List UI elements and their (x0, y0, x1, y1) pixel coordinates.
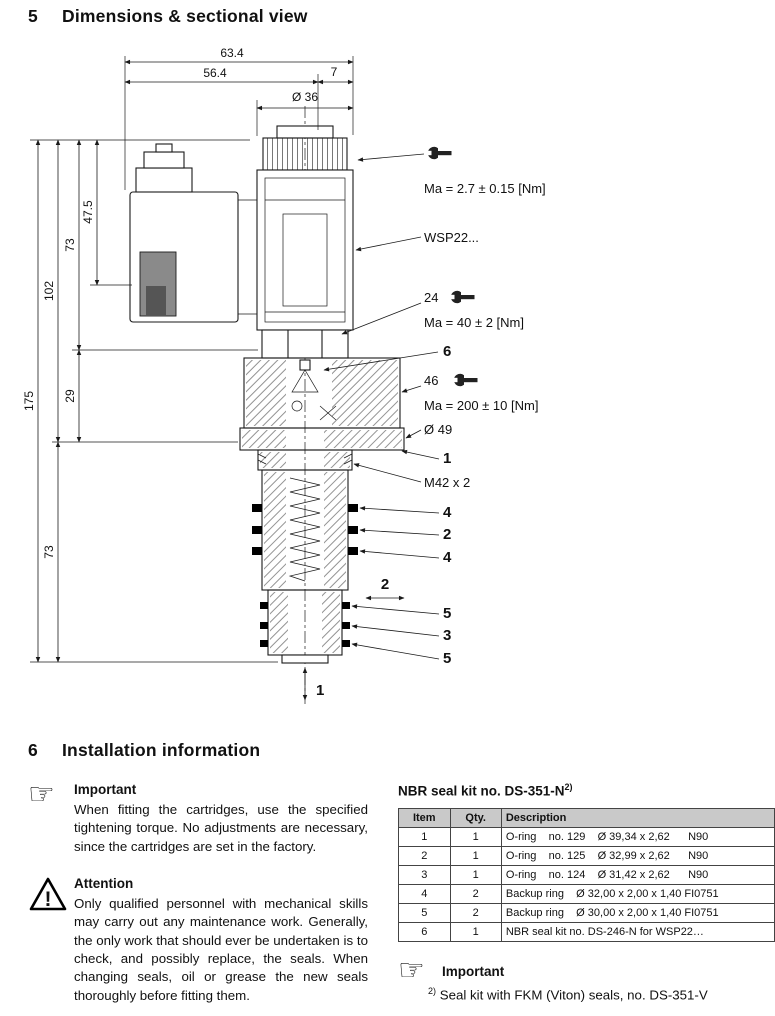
item-2-label: 2 (443, 526, 451, 543)
section6-heading: 6 Installation information (28, 740, 260, 761)
table-row: 5 2 Backup ring Ø 30,00 x 2,00 x 1,40 FI… (398, 903, 775, 923)
cell-qty: 2 (449, 884, 502, 904)
section6-title: Installation information (62, 740, 261, 760)
cell-item: 5 (398, 903, 451, 923)
cell-desc: O-ring no. 124 Ø 31,42 x 2,62 N90 (500, 865, 775, 885)
dim-29: 29 (63, 389, 77, 403)
cell-qty: 1 (449, 827, 502, 847)
left-dimensions: 47.5 73 29 102 73 175 (22, 139, 278, 663)
cell-qty: 1 (449, 846, 502, 866)
section5-heading: 5 Dimensions & sectional view (28, 6, 308, 27)
sectional-drawing: 63.4 56.4 7 Ø 36 47.5 73 29 102 73 (22, 46, 546, 704)
dim-175: 175 (22, 391, 36, 411)
svg-text:!: ! (45, 888, 52, 911)
footnote-marker: 2) (428, 986, 437, 996)
af46-label: 46 (424, 373, 438, 388)
footnote-text-line: 2) Seal kit with FKM (Viton) seals, no. … (428, 986, 708, 1002)
important-note: ☞ Important When fitting the cartridges,… (28, 778, 374, 856)
seal-kit-title: NBR seal kit no. DS-351-N2) (398, 782, 573, 799)
port-2-label: 2 (381, 576, 389, 593)
cell-qty: 1 (449, 922, 502, 942)
important-note-title: Important (74, 782, 137, 797)
table-row: 3 1 O-ring no. 124 Ø 31,42 x 2,62 N90 (398, 865, 775, 885)
item-5-label: 5 (443, 605, 451, 622)
attention-note-title: Attention (74, 876, 134, 891)
item-3-label: 3 (443, 627, 451, 644)
port-1-label: 1 (316, 682, 324, 699)
table-header-row: Item Qty. Description (398, 808, 775, 828)
torque-24-label: Ma = 40 ± 2 [Nm] (424, 315, 524, 330)
dim-102: 102 (42, 281, 56, 301)
dim-73-upper: 73 (63, 238, 77, 252)
wrench-icon (445, 290, 475, 304)
col-qty: Qty. (449, 808, 502, 828)
torque-hand-label: Ma = 2.7 ± 0.15 [Nm] (424, 181, 546, 196)
dim-56: 56.4 (203, 66, 227, 80)
section5-number: 5 (28, 6, 38, 26)
table-row: 1 1 O-ring no. 129 Ø 39,34 x 2,62 N90 (398, 827, 775, 847)
dim-47: 47.5 (81, 200, 95, 224)
seal-kit-table: Item Qty. Description 1 1 O-ring no. 129… (398, 808, 775, 942)
callouts: Ma = 2.7 ± 0.15 [Nm] WSP22... 24 Ma = 40… (302, 146, 546, 701)
dim-73-lower: 73 (42, 545, 56, 559)
footnote-text: Seal kit with FKM (Viton) seals, no. DS-… (439, 987, 708, 1003)
valve-body-hex (243, 357, 401, 429)
solenoid-nut (261, 329, 349, 359)
dim-7: 7 (331, 65, 338, 79)
pointing-hand-icon: ☞ (28, 778, 55, 811)
attention-note-text: Only qualified personnel with mechanical… (74, 896, 368, 1003)
dim-d36: Ø 36 (292, 90, 318, 104)
cell-desc: Backup ring Ø 30,00 x 2,00 x 1,40 FI0751 (500, 903, 775, 923)
cell-desc: O-ring no. 125 Ø 32,99 x 2,62 N90 (500, 846, 775, 866)
warning-triangle-icon: ! (28, 876, 74, 925)
cell-qty: 2 (449, 903, 502, 923)
pilot-ball (291, 400, 303, 412)
cell-desc: NBR seal kit no. DS-246-N for WSP22… (500, 922, 775, 942)
item-1-label: 1 (443, 450, 451, 467)
footnote-ref: 2) (564, 782, 573, 792)
cell-item: 3 (398, 865, 451, 885)
wrench-icon (422, 146, 452, 160)
body-flange (239, 427, 405, 451)
item-5-label: 5 (443, 650, 451, 667)
section6-number: 6 (28, 740, 38, 760)
item-4-label: 4 (443, 504, 452, 521)
cell-qty: 1 (449, 865, 502, 885)
item-4-label: 4 (443, 549, 452, 566)
table-row: 6 1 NBR seal kit no. DS-246-N for WSP22… (398, 922, 775, 942)
cell-desc: O-ring no. 129 Ø 39,34 x 2,62 N90 (500, 827, 775, 847)
table-row: 2 1 O-ring no. 125 Ø 32,99 x 2,62 N90 (398, 846, 775, 866)
important-note-text: When fitting the cartridges, use the spe… (74, 802, 368, 854)
solenoid-tube (256, 125, 354, 331)
af24-label: 24 (424, 290, 438, 305)
cartridge-nose (260, 589, 350, 664)
attention-note: ! Attention Only qualified personnel wit… (28, 876, 374, 1005)
col-item: Item (398, 808, 451, 828)
cell-item: 2 (398, 846, 451, 866)
section5-title: Dimensions & sectional view (62, 6, 308, 26)
item-6-label: 6 (443, 343, 451, 360)
spring (288, 477, 321, 582)
thread-label: M42 x 2 (424, 475, 470, 490)
footnote-important: ☞ Important (398, 954, 505, 987)
cell-item: 6 (398, 922, 451, 942)
cell-desc: Backup ring Ø 32,00 x 2,00 x 1,40 FI0751 (500, 884, 775, 904)
cell-item: 1 (398, 827, 451, 847)
dim-63: 63.4 (220, 46, 244, 60)
table-row: 4 2 Backup ring Ø 32,00 x 2,00 x 1,40 FI… (398, 884, 775, 904)
solenoid-coil (129, 143, 257, 323)
pointing-hand-icon: ☞ (398, 954, 425, 987)
top-dimensions: 63.4 56.4 7 Ø 36 (124, 46, 354, 190)
dim-d49-label: Ø 49 (424, 422, 452, 437)
cell-item: 4 (398, 884, 451, 904)
cartridge-body (252, 469, 358, 591)
torque-46-label: Ma = 200 ± 10 [Nm] (424, 398, 538, 413)
footnote-important-title: Important (442, 963, 505, 979)
wrench-icon (448, 373, 478, 387)
type-label: WSP22... (424, 230, 479, 245)
col-desc: Description (500, 808, 775, 828)
